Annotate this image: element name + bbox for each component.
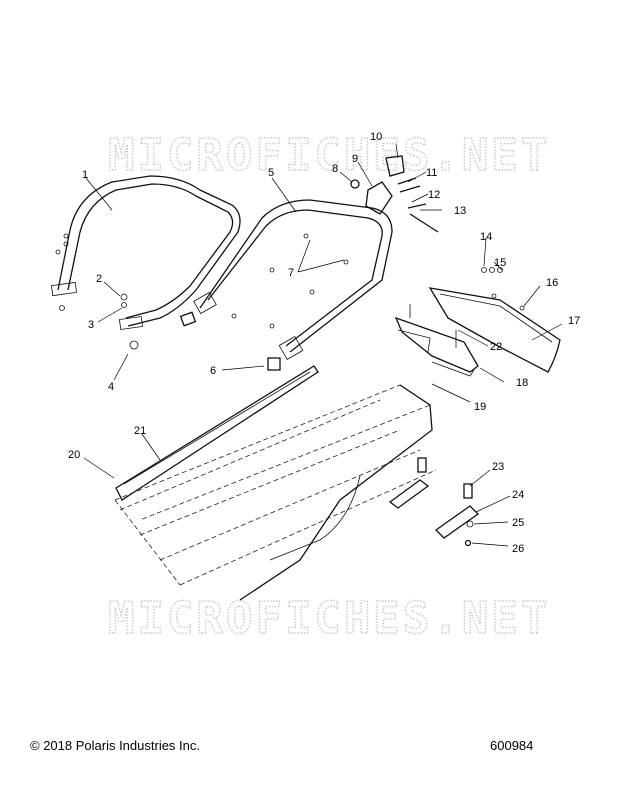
- callout-2: 2: [96, 273, 102, 285]
- callout-13: 13: [454, 205, 466, 217]
- callout-23: 23: [492, 461, 504, 473]
- callout-16: 16: [546, 277, 558, 289]
- callout-15: 15: [494, 257, 506, 269]
- callout-4: 4: [108, 381, 114, 393]
- callout-20: 20: [68, 449, 80, 461]
- callout-9: 9: [352, 153, 358, 165]
- callout-5: 5: [268, 167, 274, 179]
- callout-8: 8: [332, 163, 338, 175]
- callout-21: 21: [134, 425, 146, 437]
- callout-labels: 1 2 3 4 5 6 7 8 9 10 11 12 13 14 15 16 1…: [68, 131, 580, 555]
- runners: [388, 457, 480, 547]
- callout-6: 6: [210, 365, 216, 377]
- callout-11: 11: [426, 167, 437, 179]
- callout-17: 17: [568, 315, 580, 327]
- callout-19: 19: [474, 401, 486, 413]
- callout-12: 12: [428, 189, 440, 201]
- callout-18: 18: [516, 377, 528, 389]
- callout-25: 25: [512, 517, 524, 529]
- callout-24: 24: [512, 489, 524, 501]
- slider-rail: [115, 365, 319, 501]
- callout-10: 10: [370, 131, 382, 143]
- hardware-small: [55, 179, 360, 371]
- hinge-bracket: [365, 155, 439, 233]
- tunnel: [114, 384, 437, 601]
- grab-bar-left: [50, 175, 241, 330]
- grab-bar-right: [193, 199, 393, 360]
- watermark-bottom: MICROFICHES.NET: [108, 593, 550, 644]
- mount-bracket: [394, 304, 479, 377]
- callout-26: 26: [512, 543, 524, 555]
- callout-22: 22: [490, 341, 502, 353]
- leader-lines: [83, 143, 563, 547]
- callout-7: 7: [288, 267, 294, 279]
- copyright-text: © 2018 Polaris Industries Inc.: [30, 738, 200, 753]
- callout-1: 1: [82, 169, 88, 181]
- diagram-number: 600984: [490, 738, 534, 753]
- watermark-top: MICROFICHES.NET: [108, 130, 550, 181]
- rear-flap: [428, 267, 561, 373]
- callout-14: 14: [480, 231, 492, 243]
- callout-3: 3: [88, 319, 94, 331]
